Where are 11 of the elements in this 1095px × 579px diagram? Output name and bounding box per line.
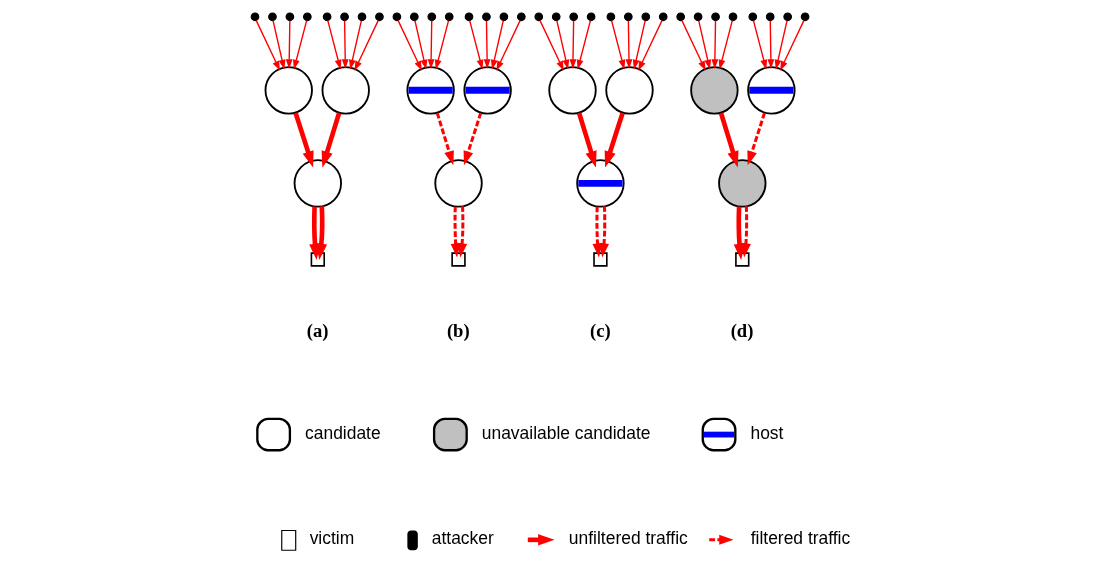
label: (b) [446, 319, 470, 341]
legend-label: attacker [431, 528, 494, 549]
label: (c) [589, 319, 611, 341]
legend-label: unavailable candidate [481, 422, 651, 443]
label: (d) [730, 319, 754, 341]
legend-label: host [750, 422, 784, 443]
label: (a) [306, 319, 329, 341]
legend-label: filtered traffic [750, 527, 851, 548]
legend-label: unfiltered traffic [568, 527, 688, 548]
legend-label: candidate [305, 422, 381, 443]
legend-label: victim [309, 528, 355, 549]
